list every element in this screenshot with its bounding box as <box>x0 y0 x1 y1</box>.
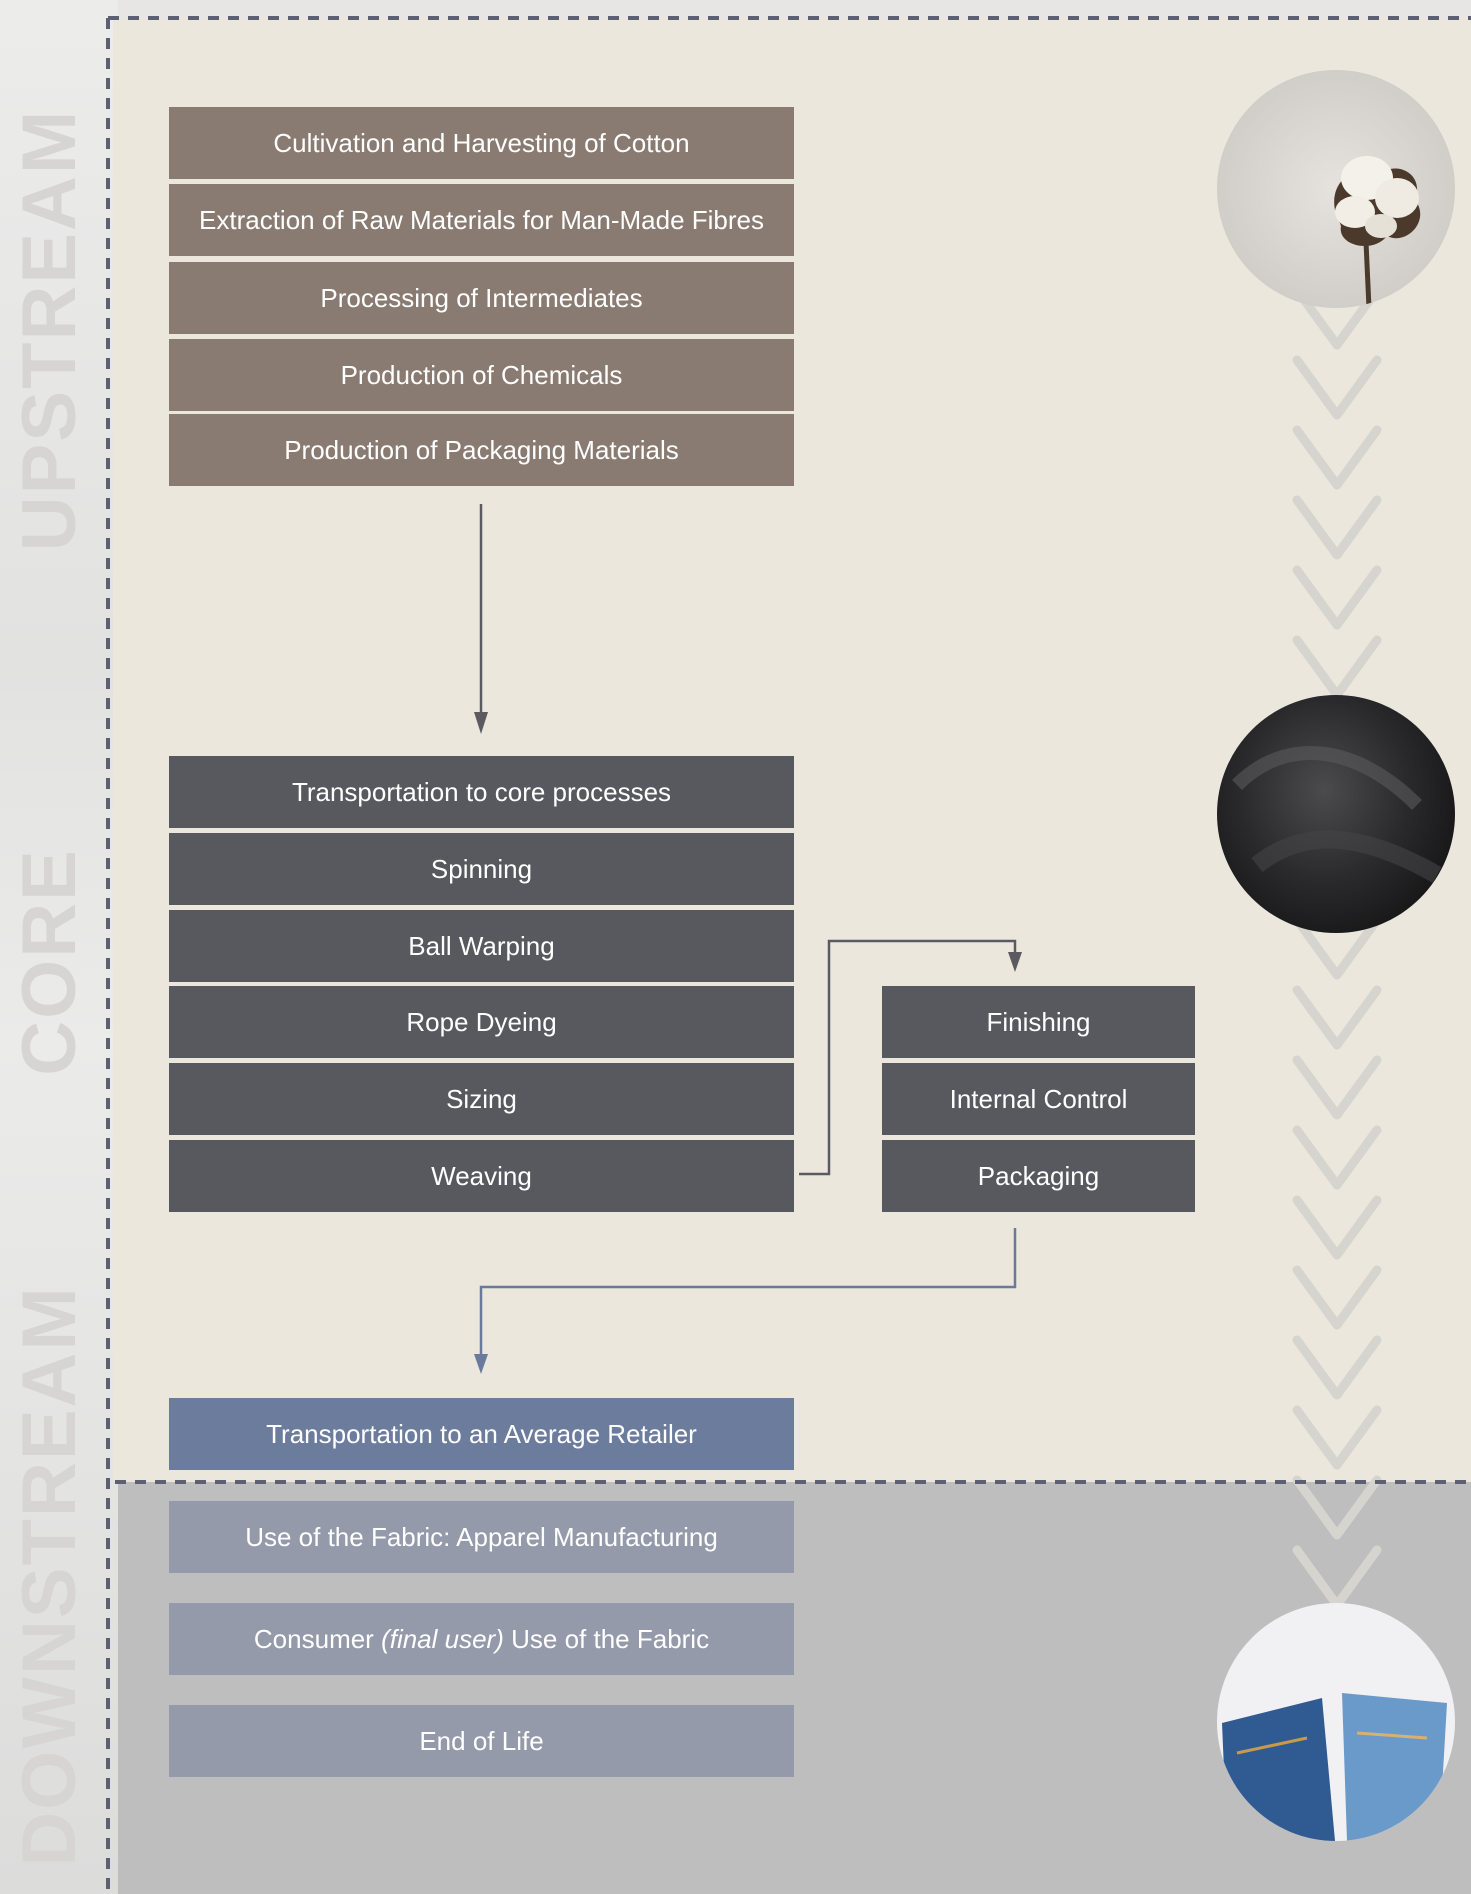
chevron-down-icon <box>1292 985 1382 1050</box>
black-fabric-photo <box>1217 695 1455 933</box>
chevron-down-icon <box>1292 355 1382 420</box>
upstream-box-chemicals: Production of Chemicals <box>169 339 794 411</box>
chevron-down-icon <box>1292 1475 1382 1540</box>
arrowhead-weaving-to-finishing <box>1008 952 1022 972</box>
core-box-ball-warping: Ball Warping <box>169 910 794 982</box>
core-box-weaving: Weaving <box>169 1140 794 1212</box>
chevron-down-icon <box>1292 565 1382 630</box>
downstream-box-consumer: Consumer (final user) Use of the Fabric <box>169 1603 794 1675</box>
chevron-down-icon <box>1292 1335 1382 1400</box>
side-band <box>0 0 118 1894</box>
denim-jeans-photo <box>1217 1603 1455 1841</box>
chevron-down-icon <box>1292 1265 1382 1330</box>
arrow-weaving-to-finishing <box>799 939 1017 1176</box>
chevron-down-icon <box>1292 425 1382 490</box>
chevron-down-icon <box>1292 285 1382 350</box>
cotton-boll-photo <box>1217 70 1455 308</box>
upstream-box-intermediates: Processing of Intermediates <box>169 262 794 334</box>
core-box-rope-dyeing: Rope Dyeing <box>169 986 794 1058</box>
consumer-final-user: (final user) <box>381 1623 504 1654</box>
upstream-box-packaging-materials: Production of Packaging Materials <box>169 414 794 486</box>
consumer-prefix: Consumer <box>253 1623 382 1654</box>
cotton-boll-icon <box>1334 156 1421 308</box>
chevron-down-icon <box>1292 1055 1382 1120</box>
consumer-suffix: Use of the Fabric <box>503 1623 710 1654</box>
downstream-box-end-of-life: End of Life <box>169 1705 794 1777</box>
arrowhead-upstream-to-core <box>474 712 488 734</box>
chevron-down-icon <box>1292 495 1382 560</box>
chevron-down-icon <box>1292 1125 1382 1190</box>
core-box-internal-control: Internal Control <box>882 1063 1195 1135</box>
fabric-fold-icon <box>1232 745 1442 883</box>
core-box-packaging: Packaging <box>882 1140 1195 1212</box>
upstream-box-cotton: Cultivation and Harvesting of Cotton <box>169 107 794 179</box>
chevron-down-icon <box>1292 915 1382 980</box>
arrowhead-packaging-to-retailer <box>474 1354 488 1374</box>
core-box-sizing: Sizing <box>169 1063 794 1135</box>
jeans-icon <box>1222 1693 1447 1841</box>
core-box-transportation: Transportation to core processes <box>169 756 794 828</box>
arrow-packaging-to-retailer <box>479 1228 1017 1358</box>
downstream-box-retailer: Transportation to an Average Retailer <box>169 1398 794 1470</box>
core-box-spinning: Spinning <box>169 833 794 905</box>
chevron-down-icon <box>1292 1405 1382 1470</box>
chevron-down-icon <box>1292 1195 1382 1260</box>
core-box-finishing: Finishing <box>882 986 1195 1058</box>
downstream-box-apparel: Use of the Fabric: Apparel Manufacturing <box>169 1501 794 1573</box>
upstream-box-raw-materials: Extraction of Raw Materials for Man-Made… <box>169 184 794 256</box>
